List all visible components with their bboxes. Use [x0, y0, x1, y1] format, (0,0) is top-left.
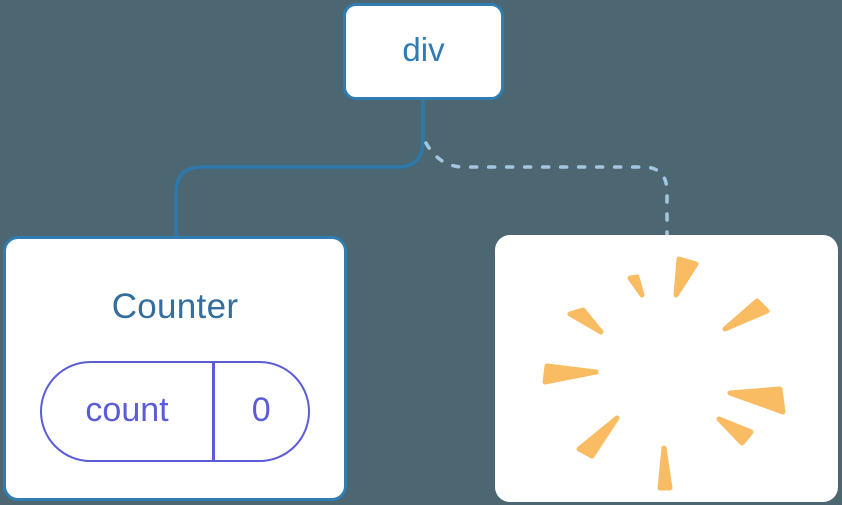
poof-ray: [673, 256, 699, 298]
state-pill-key-cell: count: [42, 363, 212, 460]
root-node-div: div: [343, 3, 504, 100]
poof-ray: [627, 274, 645, 298]
poof-ray: [722, 298, 770, 332]
poof-ray: [576, 415, 620, 459]
root-node-label: div: [402, 31, 445, 68]
poof-ray: [657, 445, 673, 491]
link-div-to-counter: [174, 97, 425, 238]
link-div-to-removed: [424, 141, 669, 237]
poof-burst-icon: [542, 256, 786, 491]
counter-card: Counter count 0: [3, 236, 347, 501]
state-pill-value-cell: 0: [215, 363, 309, 460]
poof-ray: [542, 363, 599, 385]
counter-title: Counter: [111, 287, 239, 326]
poof-ray: [727, 386, 786, 415]
state-pill-key: count: [85, 390, 169, 429]
removed-component-card: [495, 235, 838, 502]
state-pill-divider: [212, 363, 215, 460]
state-pill: count 0: [40, 361, 310, 462]
state-pill-value: 0: [251, 390, 271, 429]
poof-ray: [716, 416, 754, 446]
poof-ray: [567, 307, 604, 335]
